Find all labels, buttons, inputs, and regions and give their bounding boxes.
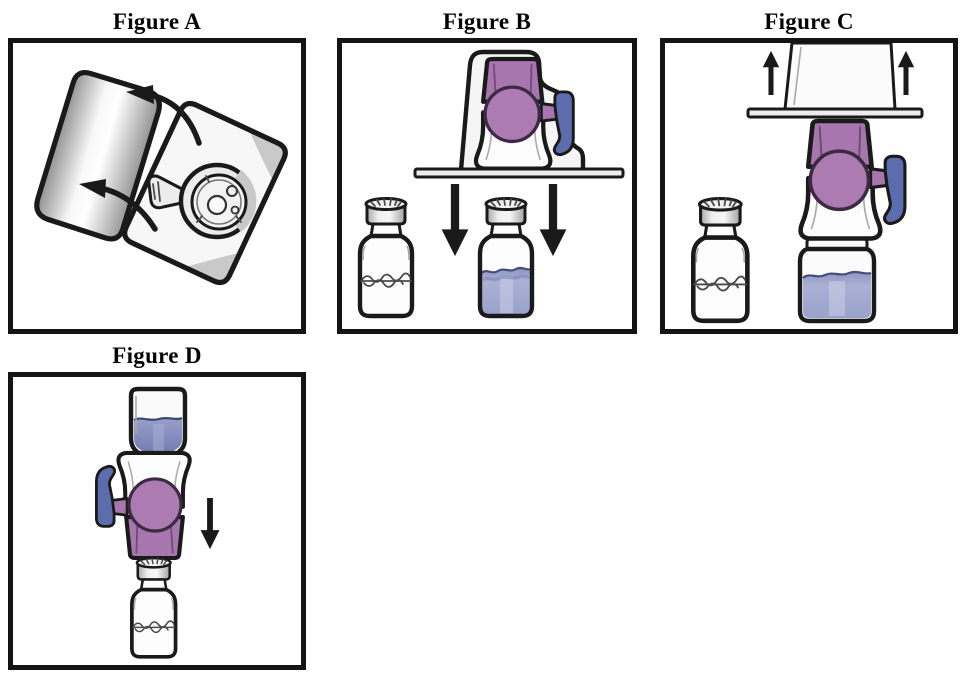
up-arrow <box>897 50 915 95</box>
figure-b-title: Figure B <box>442 9 532 34</box>
down-arrow <box>539 184 567 257</box>
figure-a-panel <box>8 38 306 334</box>
peel-arrow <box>79 179 158 232</box>
vial-adapter <box>801 121 905 239</box>
vial-adapter <box>96 453 189 558</box>
diluent-vial <box>800 238 874 321</box>
package-being-removed <box>783 43 897 111</box>
vial-adapter-top-view <box>147 162 257 240</box>
figure-d-illustration <box>13 377 220 659</box>
powder-vial <box>130 556 178 659</box>
package-flange <box>413 167 625 179</box>
vial-adapter <box>476 59 573 169</box>
figure-a-title: Figure A <box>112 9 202 34</box>
diluent-vial <box>480 199 532 317</box>
down-arrow <box>441 184 469 257</box>
figure-b-illustration <box>342 49 625 329</box>
peel-arrow <box>126 85 202 146</box>
figure-a: Figure A <box>8 6 306 334</box>
down-arrow <box>200 498 220 550</box>
figure-b: Figure B <box>337 6 637 334</box>
figure-d: Figure D <box>8 340 306 670</box>
figure-d-title: Figure D <box>112 343 202 368</box>
package-flange <box>746 107 924 119</box>
figure-d-panel <box>8 372 306 670</box>
figure-c: Figure C <box>660 6 958 334</box>
up-arrow <box>762 50 780 95</box>
figure-c-illustration <box>665 43 924 329</box>
figure-c-title: Figure C <box>764 9 854 34</box>
figure-c-panel <box>660 38 958 334</box>
powder-vial <box>693 199 747 321</box>
powder-vial <box>360 199 412 317</box>
figure-a-illustration <box>34 69 288 286</box>
figure-b-panel <box>337 38 637 334</box>
